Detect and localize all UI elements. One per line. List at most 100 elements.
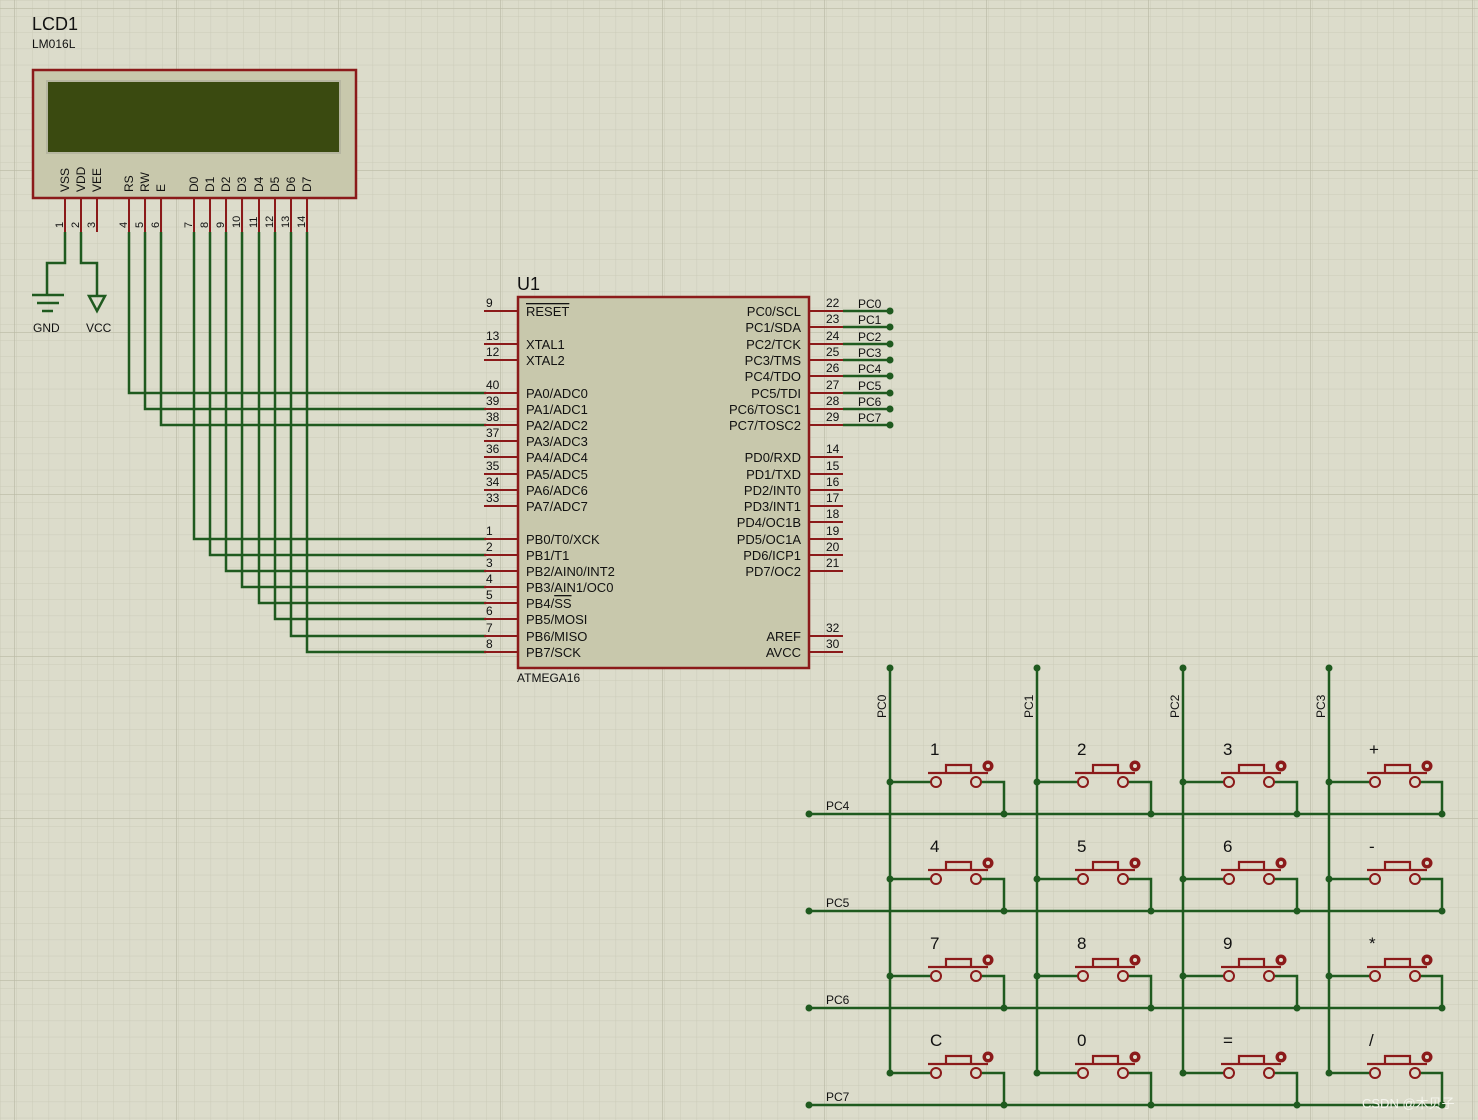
junction-dot [1147,907,1155,915]
lcd-pin-number: 14 [296,216,308,228]
keypad-button[interactable]: * [1325,934,1446,1012]
key-label: 5 [1077,837,1086,856]
junction-dot [1147,810,1155,818]
mcu-pin-number: 35 [486,459,500,473]
lcd-pin-number: 8 [199,222,211,228]
lcd-pin-label: RW [138,172,152,192]
mcu-pin-name: PC4/TDO [745,369,801,384]
mcu-pin-number: 7 [486,621,493,635]
keypad-button[interactable]: = [1179,1031,1301,1109]
mcu-pin-name: PA7/ADC7 [526,499,588,514]
lcd-pin-label: VDD [74,166,88,192]
mcu-pin-name: XTAL1 [526,337,565,352]
mcu-pin-name: PB7/SCK [526,645,581,660]
keypad-button[interactable]: 7 [886,934,1008,1012]
net-label: PC2 [858,330,882,344]
junction-dot [886,778,894,786]
gnd-symbol [32,232,67,313]
mcu-pin-number: 34 [486,475,500,489]
wire [192,232,486,541]
mcu-pin-number: 25 [826,345,840,359]
wire [305,232,486,654]
mcu-pin-number: 17 [826,491,840,505]
mcu-pin-name: PD3/INT1 [744,499,801,514]
mcu-pin-number: 8 [486,637,493,651]
net-label: PC0 [858,297,882,311]
watermark: CSDN @木贝子 [1362,1096,1455,1111]
keypad-button[interactable]: / [1325,1031,1446,1109]
mcu-pin-name: PB3/AIN1/OC0 [526,580,613,595]
lcd-pin-label: D5 [268,176,282,192]
key-label: 7 [930,934,939,953]
mcu-right-pins: PC022PC0/SCLPC123PC1/SDAPC224PC2/TCKPC32… [729,296,894,660]
junction-dot [886,372,894,380]
lcd-pin-label: VEE [90,168,104,192]
keypad-button[interactable]: 2 [1033,740,1155,818]
lcd-pin-label: RS [122,175,136,192]
mcu-pin-number: 5 [486,588,493,602]
net-label: PC5 [858,379,882,393]
keypad-button[interactable]: 4 [886,837,1008,915]
lcd-pin-number: 4 [118,222,130,228]
lcd-pin-label: D7 [300,176,314,192]
keypad-button[interactable]: + [1325,740,1446,818]
junction-dot [886,340,894,348]
junction-dot [1033,1069,1041,1077]
junction-dot [1293,1004,1301,1012]
keypad-button[interactable]: 0 [1033,1031,1155,1109]
junction-dot [1000,810,1008,818]
junction-dot [886,323,894,331]
lcd-pin-number: 6 [150,222,162,228]
keypad-button[interactable]: 9 [1179,934,1301,1012]
mcu-pin-name: PD7/OC2 [745,564,801,579]
keypad-button[interactable]: - [1325,837,1446,915]
mcu-pin-name: PA4/ADC4 [526,450,588,465]
keypad-button[interactable]: 6 [1179,837,1301,915]
mcu-pin-number: 16 [826,475,840,489]
keypad-button[interactable]: 1 [886,740,1008,818]
lcd-pin-label: D1 [203,176,217,192]
junction-dot [1147,1101,1155,1109]
keypad-button[interactable]: 8 [1033,934,1155,1012]
mcu-pin-number: 20 [826,540,840,554]
mcu-pin-number: 2 [486,540,493,554]
mcu-pin-number: 38 [486,410,500,424]
junction-dot [1179,875,1187,883]
junction-dot [1033,875,1041,883]
mcu-pin-number: 3 [486,556,493,570]
mcu-pin-name: PA1/ADC1 [526,402,588,417]
keypad-button[interactable]: 3 [1179,740,1301,818]
keypad-button[interactable]: C [886,1031,1008,1109]
lcd-pin-number: 12 [264,216,276,228]
gnd-label: GND [33,321,60,335]
mcu-pin-number: 33 [486,491,500,505]
mcu-pin-name: PD2/INT0 [744,483,801,498]
net-label: PC1 [858,313,882,327]
mcu-pin-number: 26 [826,361,840,375]
mcu-atmega16[interactable]: U1 ATMEGA16 9RESET13XTAL112XTAL240PA0/AD… [484,274,894,685]
keypad-button[interactable]: 5 [1033,837,1155,915]
mcu-pin-number: 14 [826,442,840,456]
mcu-pin-number: 36 [486,442,500,456]
junction-dot [805,810,813,818]
wire [257,232,486,605]
lcd-module[interactable]: LCD1 LM016L VSS1VDD2VEE3RS4RW5E6D07D18D2… [31,14,358,232]
mcu-pin-number: 6 [486,604,493,618]
lcd-pin-label: VSS [58,168,72,192]
junction-dot [886,1069,894,1077]
mcu-pin-name: PC5/TDI [751,386,801,401]
mcu-pin-name: RESET [526,304,569,319]
junction-dot [1033,972,1041,980]
junction-dot [1293,1101,1301,1109]
junction-dot [1033,778,1041,786]
junction-dot [1438,907,1446,915]
mcu-pin-number: 9 [486,296,493,310]
mcu-pin-name: PB1/T1 [526,548,569,563]
key-label: 6 [1223,837,1232,856]
wire [240,232,486,589]
lcd-screen [46,80,341,154]
lcd-pin-number: 2 [70,222,82,228]
lcd-pin-label: D0 [187,176,201,192]
junction-dot [1179,664,1187,672]
vcc-label: VCC [86,321,112,335]
